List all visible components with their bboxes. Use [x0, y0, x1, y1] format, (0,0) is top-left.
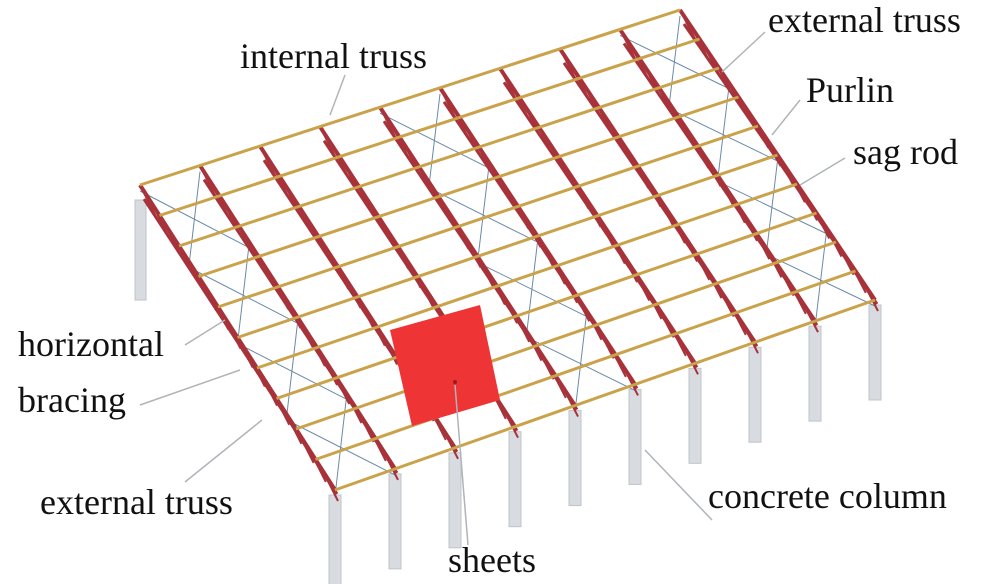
label-sheets: sheets — [448, 540, 536, 580]
label-sag-rod: sag rod — [853, 132, 958, 172]
concrete-column — [508, 431, 522, 528]
label-external-truss-top: external truss — [768, 0, 961, 40]
leader-line — [184, 319, 226, 346]
concrete-column — [134, 199, 147, 301]
horizontal-bracing — [717, 88, 730, 182]
horizontal-bracing — [285, 323, 298, 420]
concrete-column — [388, 473, 402, 570]
horizontal-bracing — [334, 398, 347, 497]
purlin — [295, 240, 837, 431]
concrete-column — [628, 388, 642, 485]
purlin — [256, 182, 798, 370]
concrete-column — [328, 494, 342, 584]
label-horizontal-bracing-line1: horizontal — [18, 324, 164, 364]
horizontal-bracing — [237, 247, 250, 344]
purlin — [198, 95, 739, 278]
label-horizontal-bracing-line2: bracing — [18, 380, 126, 420]
purlin — [315, 269, 856, 461]
concrete-column — [808, 325, 822, 422]
label-external-truss-bottom: external truss — [40, 482, 233, 522]
leader-line — [799, 157, 846, 186]
horizontal-bracing — [814, 233, 827, 328]
concrete-column — [868, 304, 882, 401]
leader-line — [721, 31, 766, 73]
horizontal-bracing — [428, 93, 441, 188]
purlin — [178, 66, 720, 248]
horizontal-bracing — [668, 15, 681, 109]
purlin — [334, 298, 876, 492]
concrete-column — [688, 367, 702, 464]
roof-sheet — [390, 305, 500, 426]
horizontal-bracing — [574, 316, 587, 412]
leader-line — [329, 74, 346, 116]
label-internal-truss: internal truss — [240, 36, 427, 76]
purlin — [159, 37, 700, 217]
horizontal-bracing — [525, 242, 538, 338]
leader-line — [454, 384, 469, 546]
horizontal-bracing — [188, 171, 201, 268]
label-purlin: Purlin — [806, 70, 895, 110]
horizontal-bracing — [765, 160, 778, 255]
purlin — [139, 8, 681, 187]
concrete-column — [448, 452, 462, 549]
leader-line — [644, 449, 713, 521]
purlin — [237, 153, 778, 339]
external-truss-web — [139, 184, 339, 502]
leader-line — [139, 369, 241, 406]
label-concrete-column: concrete column — [708, 476, 947, 516]
sheet-marker — [453, 380, 457, 384]
horizontal-bracing — [477, 167, 490, 263]
leader-line — [771, 99, 801, 136]
purlin — [276, 211, 817, 400]
concrete-column — [568, 410, 582, 507]
concrete-column — [748, 346, 762, 443]
leader-line — [184, 419, 263, 483]
purlin — [217, 124, 759, 309]
